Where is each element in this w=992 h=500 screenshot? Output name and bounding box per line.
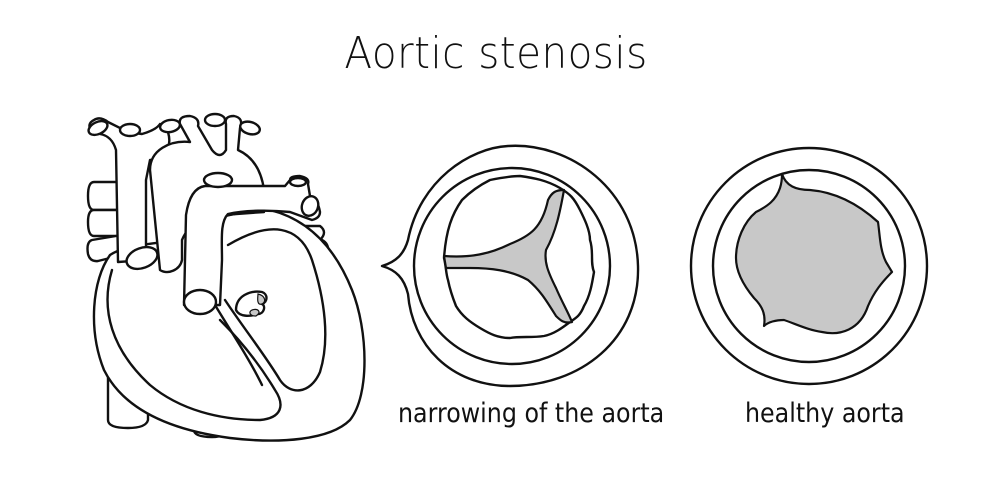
pulmonary-trunk-opening <box>182 288 218 316</box>
pulmonary-branch-right <box>300 195 320 217</box>
aortic-valve-fill-2 <box>249 308 260 317</box>
vessel-top-1 <box>87 119 109 137</box>
vena-cava-opening <box>125 245 159 271</box>
arch-branch-2 <box>203 112 227 128</box>
heart-illustration <box>86 112 366 442</box>
healthy-valve-caption: healthy aorta <box>745 398 905 429</box>
aortic-valve-fill-1 <box>257 293 266 305</box>
pulmonary-artery-top <box>202 171 234 189</box>
arch-branch-1 <box>158 118 182 134</box>
right-ventricle-wall <box>106 268 282 422</box>
left-ventricle-wall <box>223 228 327 392</box>
septum <box>213 303 264 387</box>
diagram-title: Aortic stenosis <box>344 28 648 79</box>
stenotic-valve-illustration <box>380 144 640 388</box>
stenotic-leaflets <box>442 188 574 324</box>
healthy-open-lumen <box>734 172 894 335</box>
pulmonary-vein-left-2 <box>86 208 118 238</box>
pulmonary-branch-top <box>288 176 308 188</box>
vessel-top-2 <box>118 122 142 138</box>
arch-branch-3 <box>239 120 261 136</box>
healthy-valve-illustration <box>689 146 929 386</box>
pulmonary-vein-left-1 <box>86 180 118 212</box>
stenotic-valve-caption: narrowing of the aorta <box>398 398 665 429</box>
